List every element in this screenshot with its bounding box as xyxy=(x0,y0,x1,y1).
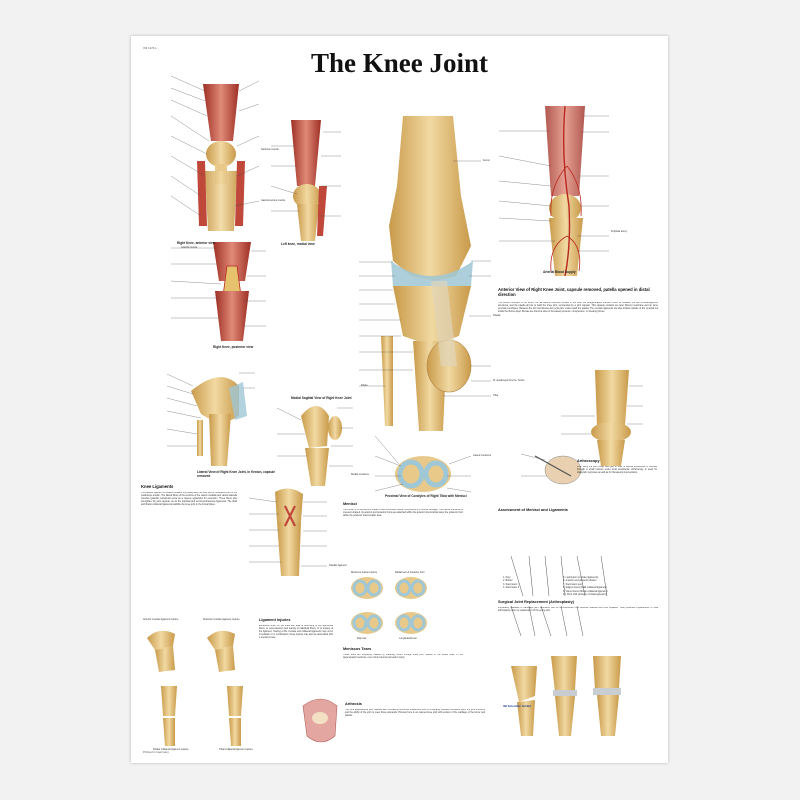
medial-view-illustration xyxy=(270,120,341,241)
assessment-sketches xyxy=(510,555,608,637)
assessment-test-item: 6. Anterior and posterior drawer xyxy=(563,579,597,583)
meniscus-tear-illustrations xyxy=(351,577,427,634)
lateral-view-illustration xyxy=(166,372,255,466)
publisher-logo: 3B Scientific GmbH xyxy=(503,704,531,708)
label-lateral-meniscus: Lateral meniscus xyxy=(473,454,492,457)
poster: VR 1174 L The Knee Joint Right Knee, ant… xyxy=(131,36,668,763)
heading-arthrosis: Arthrosis xyxy=(345,702,362,706)
assessment-test-item: 4. Steinmann II xyxy=(503,586,520,590)
label-sartorius: Sartorius muscle xyxy=(261,148,279,151)
product-code: VR 1174 L xyxy=(143,46,157,50)
caption-sagittal-view: Medial Sagittal View of Right Knee Joint xyxy=(291,396,352,400)
label-gastrocnemius: Gastrocnemius muscle xyxy=(261,199,286,202)
printed-in: Printed in Germany xyxy=(143,750,169,754)
label-fibula: Fibula xyxy=(361,384,368,387)
tear-label-acl: Anterior cruciate ligament rupture xyxy=(143,618,179,621)
text-anterior-view: The curved condyles of the femur, the fl… xyxy=(498,302,658,314)
caption-arterial-supply: Arterial Blood Supply xyxy=(543,270,576,274)
text-meniscus-tears: These tears are frequently caused by she… xyxy=(343,654,463,660)
posterior-view-illustration xyxy=(170,242,266,341)
label-tibia: Tibia xyxy=(493,394,499,397)
caption-medial-view: Left knee, medial view xyxy=(281,242,315,246)
caption-lateral-view: Lateral View of Right Knee Joint, in fle… xyxy=(197,470,276,478)
label-medial-meniscus: Medial meniscus xyxy=(351,473,369,476)
caption-anterior-view: Right Knee, anterior view xyxy=(177,241,216,245)
label-popliteal-artery: Popliteal artery xyxy=(611,230,627,233)
label-gracilis: Gracilis muscle xyxy=(181,246,198,249)
text-arthroscopy: After filling the joint cavity with gas … xyxy=(577,466,657,475)
tear-label-longitudinal: Longitudinal tear xyxy=(399,637,417,640)
poster-illustrations xyxy=(147,75,643,746)
anterior-view-illustration xyxy=(170,75,260,231)
assessment-test-item: 2. Bohler xyxy=(503,579,513,583)
tear-label-radial: Radial tear of posterior horn xyxy=(395,571,425,574)
label-patellar-ligament: Patellar ligament xyxy=(329,564,347,567)
text-knee-ligaments: The patellar ligament is located between… xyxy=(141,492,237,507)
central-knee-illustration xyxy=(359,116,491,431)
assessment-test-item: 1. Payr xyxy=(503,576,511,579)
label-femur: Femur xyxy=(483,159,490,162)
text-surgical-replacement: Irreparably diseased or damaged joint st… xyxy=(498,607,658,613)
assessment-test-item: 7. Steinmann test xyxy=(563,582,582,586)
arthrosis-illustration xyxy=(302,698,338,743)
assessment-test-item: 10. Pivot shift (anterior cruciate ligam… xyxy=(563,593,607,596)
heading-meniscus-tears: Meniscus Tears xyxy=(343,647,372,651)
tear-label-pcl: Posterior cruciate ligament rupture xyxy=(203,618,240,621)
text-ligament-injuries: Excessive strain on the knee can lead to… xyxy=(259,625,333,640)
assessment-test-item: 9. Varus stress (fibular collateral liga… xyxy=(563,589,608,593)
tear-label-tibial: Tibial collateral ligament rupture xyxy=(219,748,253,751)
label-patella: Patella xyxy=(493,314,501,317)
arterial-supply-illustration xyxy=(498,105,609,277)
caption-tibial-plateau: Proximal View of Condyles of Right Tibia… xyxy=(385,494,467,498)
poster-title: The Knee Joint xyxy=(310,48,488,78)
tibial-plateau-illustration xyxy=(374,435,472,493)
text-menisci: The center of a meniscus is made of taut… xyxy=(343,509,463,518)
tear-label-fibular: Fibular collateral ligament rupture xyxy=(153,748,189,751)
label-quadriceps-tendon: M. quadriceps femoris, Tendo xyxy=(493,379,525,382)
heading-surgical-replacement: Surgical Joint Replacement (Arthroplasty… xyxy=(498,600,574,604)
heading-assessment: Assessment of Menisci and Ligaments xyxy=(498,508,568,512)
heading-ligament-injuries: Ligament Injuries xyxy=(259,618,291,622)
assessment-test-item: 8. Valgus stress (tibial collateral liga… xyxy=(563,586,607,590)
heading-knee-ligaments: Knee Ligaments xyxy=(141,484,174,489)
arthroscopy-illustration xyxy=(520,370,643,485)
heading-anterior-view: Anterior View of Right Knee Joint, capsu… xyxy=(498,287,650,297)
caption-posterior-view: Right Knee, posterior view xyxy=(213,345,254,349)
assessment-test-item: 3. Steinmann I xyxy=(503,582,519,586)
text-arthrosis: This is a degenerative joint disease wit… xyxy=(345,709,485,718)
tear-label-bucket: Meniscus bucket rupture xyxy=(351,571,378,574)
assessment-test-item: 5. Lachmann (cruciate ligaments) xyxy=(563,576,599,579)
ligament-rupture-illustrations xyxy=(147,630,243,746)
arthroplasty-illustrations xyxy=(511,656,621,736)
knee-ligaments-illustration xyxy=(248,488,327,576)
heading-arthroscopy: Arthroscopy xyxy=(577,459,600,463)
heading-menisci: Menisci xyxy=(343,502,357,506)
sagittal-view-illustration xyxy=(276,406,353,486)
tear-label-flap: Flap tear xyxy=(357,637,367,640)
